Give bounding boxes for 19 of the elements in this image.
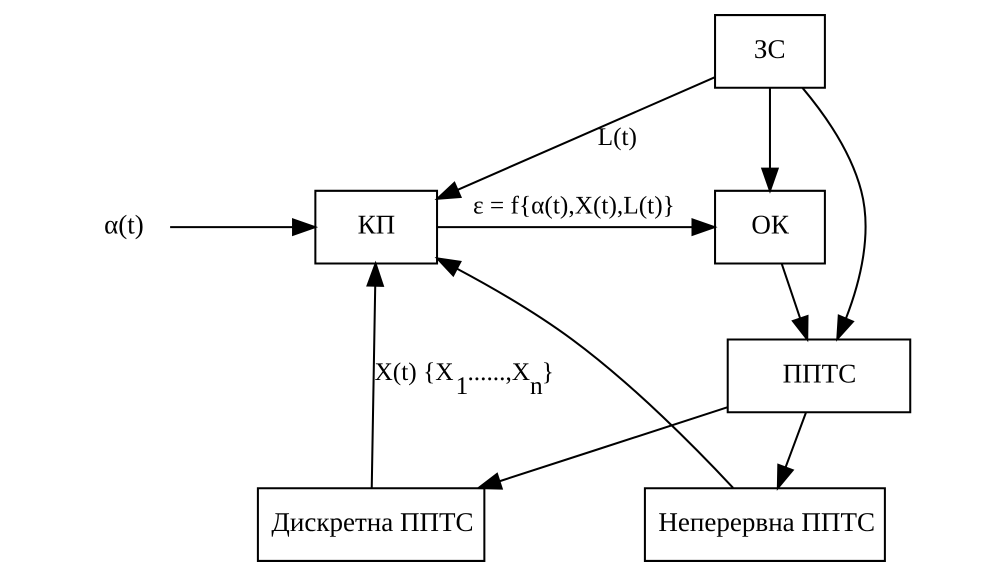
arrow [802, 87, 867, 342]
arrow [776, 412, 807, 491]
edge-label: ε = f{α(t),X(t),L(t)} [472, 192, 675, 220]
node-text: α(t) [104, 210, 144, 240]
arrow [760, 88, 780, 194]
arrow [476, 406, 728, 490]
edge-label: L(t) [598, 123, 637, 152]
arrow [780, 264, 809, 342]
arrow [437, 218, 718, 236]
arrow [434, 76, 715, 200]
node-box: Неперервна ППТС [644, 487, 886, 562]
arrow [170, 218, 318, 236]
node-box: ЗС [714, 14, 826, 89]
node-box: КП [314, 190, 438, 264]
arrow [434, 256, 734, 488]
node-box: ОК [714, 190, 826, 264]
node-box: ППТС [726, 338, 912, 414]
arrow [366, 260, 384, 488]
node-box: Дискретна ППТС [256, 487, 486, 562]
